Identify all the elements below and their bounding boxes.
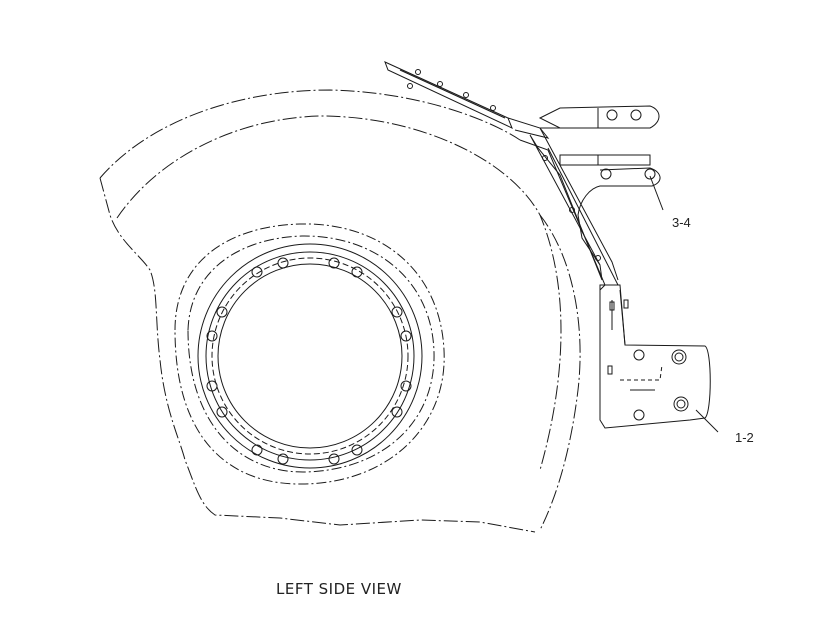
tire-outline: [174, 223, 445, 485]
callout-mount-plate: 1-2: [735, 430, 754, 445]
leader-lines: [649, 175, 719, 433]
view-caption: LEFT SIDE VIEW: [276, 580, 402, 598]
lower-mount-plate: [599, 284, 711, 429]
fender-outline: [99, 89, 581, 533]
callout-bracket-bolts: 3-4: [672, 215, 691, 230]
step-rail: [384, 61, 550, 139]
wheel-rim: [197, 243, 423, 469]
bracket-arm: [519, 127, 619, 291]
wheel-lug-nuts: [206, 257, 412, 465]
upper-bracket: [538, 105, 661, 266]
